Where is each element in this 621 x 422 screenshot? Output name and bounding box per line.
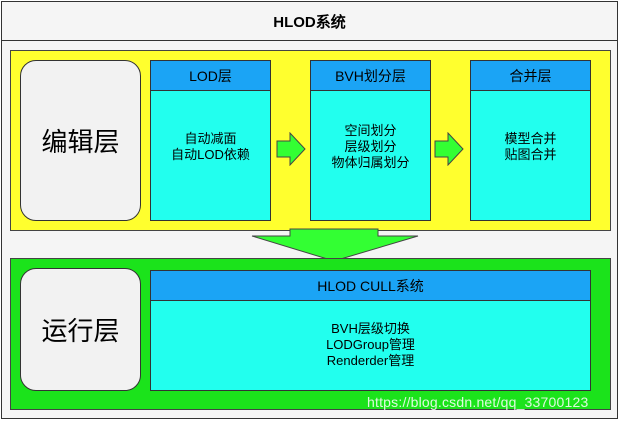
bvh-layer-title: BVH划分层 [311, 61, 430, 91]
lod-layer-line: 自动LOD依赖 [171, 146, 250, 162]
bvh-layer-line: 物体归属划分 [331, 154, 410, 170]
watermark-url: https://blog.csdn.net/qq_33700123 [367, 394, 589, 410]
merge-layer-line: 模型合并 [504, 130, 557, 146]
lod-layer-content: 自动减面 自动LOD依赖 [151, 91, 270, 202]
bvh-layer-content: 空间划分 层级划分 物体归属划分 [311, 91, 430, 202]
run-layer-label: 运行层 [20, 268, 141, 391]
bvh-layer-line: 空间划分 [344, 122, 397, 138]
merge-layer-line: 贴图合并 [504, 146, 557, 162]
merge-layer-title: 合并层 [471, 61, 590, 91]
lod-layer-box: LOD层 自动减面 自动LOD依赖 [150, 60, 271, 221]
hlod-cull-line: BVH层级切换 [331, 320, 410, 336]
merge-layer-content: 模型合并 贴图合并 [471, 91, 590, 202]
arrow-right-icon [434, 132, 464, 166]
arrow-down-icon [251, 228, 419, 262]
arrow-right-icon [276, 132, 306, 166]
hlod-cull-line: LODGroup管理 [326, 336, 415, 352]
hlod-cull-box: HLOD CULL系统 BVH层级切换 LODGroup管理 Renderder… [150, 270, 591, 391]
hlod-cull-line: Renderder管理 [326, 352, 415, 368]
lod-layer-title: LOD层 [151, 61, 270, 91]
bvh-layer-box: BVH划分层 空间划分 层级划分 物体归属划分 [310, 60, 431, 221]
hlod-cull-title: HLOD CULL系统 [151, 271, 590, 301]
merge-layer-box: 合并层 模型合并 贴图合并 [470, 60, 591, 221]
bvh-layer-line: 层级划分 [344, 138, 397, 154]
hlod-cull-content: BVH层级切换 LODGroup管理 Renderder管理 [151, 301, 590, 388]
edit-layer-label: 编辑层 [20, 60, 141, 221]
lod-layer-line: 自动减面 [184, 130, 237, 146]
diagram-title: HLOD系统 [1, 1, 618, 41]
